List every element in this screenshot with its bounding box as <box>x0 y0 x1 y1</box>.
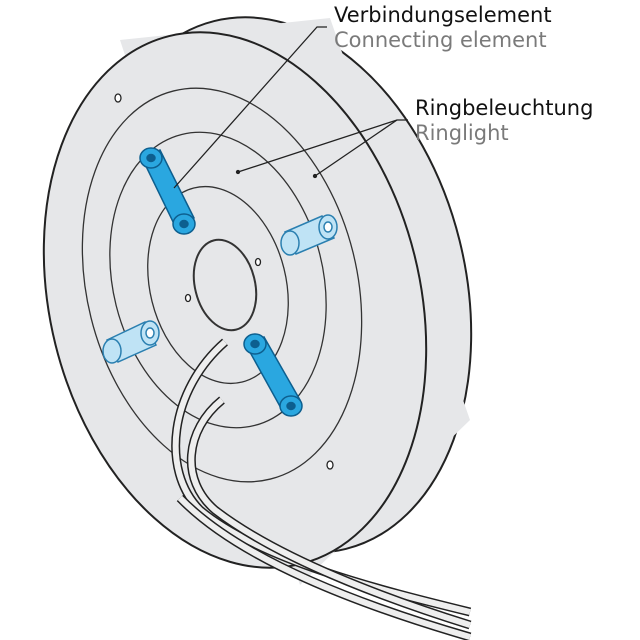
label-english: Ringlight <box>415 121 509 145</box>
mounting-hole <box>326 460 334 470</box>
leader-lines <box>173 26 408 189</box>
mounting-hole <box>254 257 262 267</box>
ringlight-cylinder <box>280 214 338 256</box>
disk-front-face <box>42 31 428 569</box>
center-hole <box>192 238 258 332</box>
label-german: Ringbeleuchtung <box>415 96 594 120</box>
label-english: Connecting element <box>334 28 547 52</box>
connecting-element <box>243 333 303 417</box>
connecting-element-label: Verbindungselement Connecting element <box>334 3 552 53</box>
ring-inner <box>109 131 327 429</box>
hub <box>147 185 289 385</box>
ringlight-label: Ringbeleuchtung Ringlight <box>415 96 593 146</box>
ringlight-cylinder <box>102 320 160 364</box>
ring-outer <box>81 87 363 483</box>
label-german: Verbindungselement <box>334 3 552 27</box>
mounting-hole <box>184 293 192 303</box>
connecting-element <box>139 147 196 235</box>
mounting-hole <box>114 93 122 103</box>
mounting-holes <box>114 93 334 470</box>
cables <box>171 338 472 640</box>
